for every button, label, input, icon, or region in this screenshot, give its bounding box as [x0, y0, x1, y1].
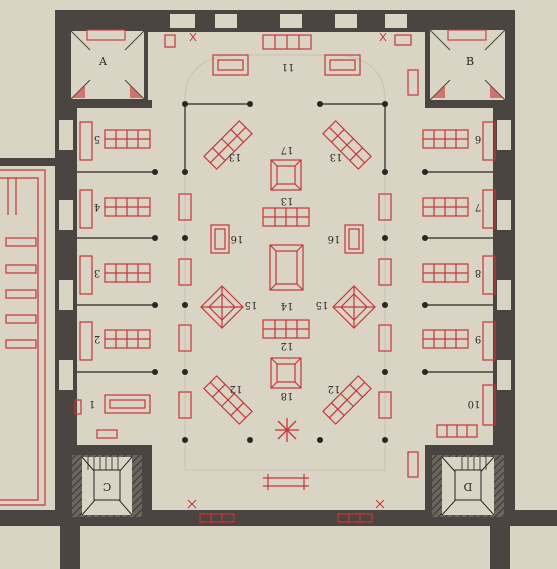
room-b: [425, 10, 515, 108]
window-openings: [59, 14, 511, 390]
case-label-4: 4: [94, 201, 100, 212]
case-label-7: 7: [475, 201, 481, 212]
ornament-top-right: [379, 32, 387, 42]
case-label-8: 8: [475, 267, 481, 278]
adjoining-wing-wall: [0, 158, 55, 166]
room-a-label: A: [98, 55, 108, 68]
case-label-6: 6: [475, 133, 481, 144]
case-label-16-left: 16: [231, 233, 244, 244]
case-label-9: 9: [475, 333, 481, 344]
case-label-12-right: 12: [328, 383, 341, 394]
partitions: [77, 103, 493, 373]
room-c-label: C: [103, 480, 111, 493]
cases-left: [74, 121, 151, 439]
cases-column-rows: [178, 193, 392, 419]
case-label-11: 11: [282, 61, 295, 72]
case-label-5: 5: [94, 133, 100, 144]
case-label-3: 3: [94, 267, 100, 278]
case-label-15-left: 15: [245, 299, 258, 310]
bottom-extension-right: [490, 526, 510, 569]
diamond-case-15-right: [332, 285, 376, 329]
diagonal-case-13-left: [203, 120, 253, 170]
room-a: [55, 10, 152, 108]
case-label-10: 10: [468, 398, 481, 409]
bottom-grilles: [199, 513, 373, 523]
case-label-13-center: 13: [281, 195, 294, 206]
case-label-2: 2: [94, 333, 100, 344]
diagonal-case-13-right: [322, 120, 372, 170]
cases-top: [164, 34, 419, 96]
diagonal-case-12-right: [322, 375, 372, 425]
case-label-14: 14: [281, 300, 294, 311]
case-label-16-right: 16: [328, 233, 341, 244]
case-label-1: 1: [89, 398, 95, 409]
ornament-top-left: [189, 32, 197, 42]
case-label-18: 18: [281, 390, 294, 401]
diagonal-case-12-left: [203, 375, 253, 425]
cases-right: [407, 121, 496, 478]
room-d: [425, 445, 515, 525]
case-label-17: 17: [281, 144, 294, 155]
diamond-case-15-left: [200, 285, 244, 329]
room-c: [62, 445, 152, 525]
case-label-12-left: 12: [230, 383, 243, 394]
bottom-markers: [187, 499, 385, 509]
case-label-12-center: 12: [281, 340, 294, 351]
bottom-extension-left: [60, 526, 80, 569]
adjoining-wing: [0, 169, 46, 506]
central-cases: [210, 159, 364, 490]
case-label-13-left: 13: [229, 151, 242, 162]
case-label-15-right: 15: [316, 299, 329, 310]
room-b-label: B: [466, 55, 474, 68]
star-ornament: [275, 418, 299, 442]
case-label-13-right: 13: [330, 151, 343, 162]
room-d-label: D: [463, 480, 472, 493]
